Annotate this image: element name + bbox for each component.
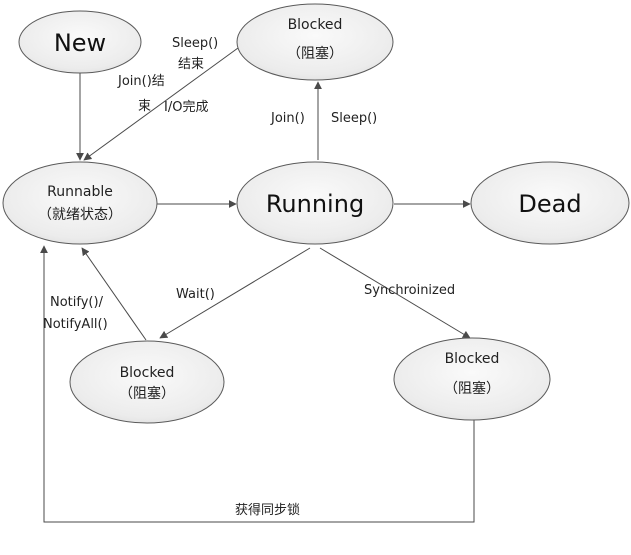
edge-label-join-end-1: Join()结 (117, 74, 165, 89)
edge-label-join-end-2: 束 (138, 99, 151, 114)
edge-label-sleep-end-2: 结束 (178, 57, 204, 72)
edge-label-sleep-end-1: Sleep() (172, 36, 218, 51)
state-new-shape (18, 10, 142, 74)
edge-label-notify: Notify()/ (50, 295, 104, 310)
state-dead-node: Dead (470, 161, 630, 245)
edge-blocked-top-to-runnable (83, 47, 239, 161)
state-blocked-right-title: Blocked (445, 351, 500, 367)
state-running-title: Running (266, 190, 364, 218)
state-runnable-title: Runnable (47, 184, 113, 200)
state-blocked-top-subtitle: （阻塞） (287, 45, 343, 62)
edge-running-to-blocked-right (319, 247, 471, 339)
edge-label-join: Join() (270, 111, 305, 126)
state-blocked-top-node: Blocked （阻塞） (236, 3, 394, 81)
edge-label-io-complete: I/O完成 (164, 100, 208, 115)
state-runnable-subtitle: （就绪状态） (38, 207, 122, 223)
state-running-shape (236, 161, 394, 245)
state-dead-shape (470, 161, 630, 245)
state-blocked-left-shape (69, 340, 225, 424)
edge-running-to-blocked-left (159, 247, 311, 339)
edge-label-notifyall: NotifyAll() (43, 317, 108, 332)
state-blocked-top-shape (236, 3, 394, 81)
state-runnable-node: Runnable （就绪状态） (2, 161, 158, 245)
edge-label-sleep: Sleep() (331, 111, 377, 126)
state-new-node: New (18, 10, 142, 74)
state-dead-title: Dead (518, 190, 581, 218)
state-blocked-right-subtitle: （阻塞） (444, 380, 500, 397)
edge-label-synchroinized: Synchroinized (364, 283, 455, 298)
edge-blocked-right-to-runnable (40, 245, 475, 523)
state-blocked-left-title: Blocked (120, 365, 175, 381)
state-running-node: Running (236, 161, 394, 245)
edges (40, 47, 475, 523)
state-new-title: New (54, 29, 106, 57)
state-blocked-right-node: Blocked （阻塞） (393, 337, 551, 421)
edge-label-wait: Wait() (176, 287, 215, 302)
edge-label-acquire-lock: 获得同步锁 (235, 502, 300, 518)
edge-labels: Sleep() 结束 Join()结 束 I/O完成 Join() Sleep(… (43, 36, 455, 518)
state-blocked-top-title: Blocked (288, 17, 343, 33)
nodes: New Blocked （阻塞） Runnable （就绪状态） Running… (2, 3, 630, 424)
state-runnable-shape (2, 161, 158, 245)
edge-blocked-left-to-runnable (81, 247, 147, 341)
state-blocked-left-subtitle: （阻塞） (119, 385, 175, 402)
state-blocked-left-node: Blocked （阻塞） (69, 340, 225, 424)
state-blocked-right-shape (393, 337, 551, 421)
